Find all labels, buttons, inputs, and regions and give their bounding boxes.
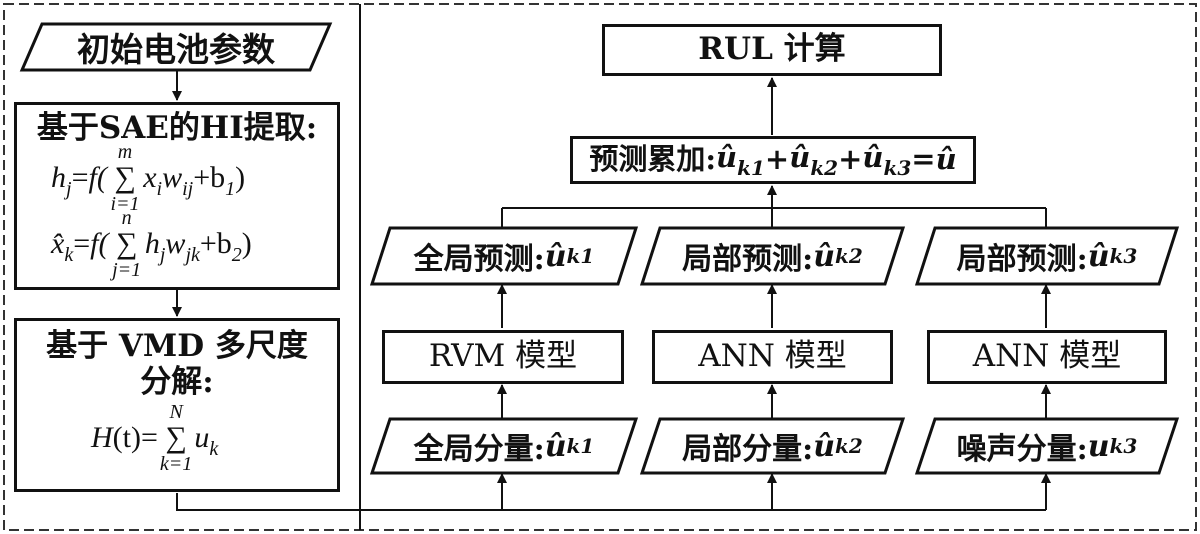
model3-box: ANN 模型: [927, 330, 1167, 384]
connector-vmd-to-components: [176, 493, 1046, 511]
input-parallelogram-shape: [19, 22, 333, 72]
vmd-title-line2: 分解:: [140, 363, 214, 400]
input-node: 初始电池参数: [22, 24, 330, 70]
model2-box: ANN 模型: [652, 330, 893, 384]
rul-label: RUL 计算: [698, 31, 846, 68]
sum-label: 预测累加:: [589, 142, 717, 177]
sum-term-2: ûk2: [789, 139, 839, 180]
pred1-shape: [369, 226, 639, 286]
sum-result: û: [935, 142, 957, 177]
comp1-shape: [369, 417, 639, 475]
pred3-shape: [914, 226, 1180, 286]
rul-box: RUL 计算: [602, 24, 942, 76]
sae-title: 基于SAE的HI提取:: [36, 110, 318, 146]
model1-box: RVM 模型: [382, 330, 624, 384]
comp3-shape: [914, 417, 1180, 475]
input-node-label: 初始电池参数: [77, 30, 275, 69]
pred2-shape: [639, 226, 906, 286]
sum-term-3: ûk3: [862, 139, 912, 180]
comp2-shape: [639, 417, 906, 475]
sum-term-1: ûk1: [716, 139, 765, 180]
sum-box: 预测累加: ûk1+ûk2+ûk3=û: [570, 136, 976, 184]
vmd-title-line1: 基于 VMD 多尺度: [46, 328, 308, 364]
outer-dashed-frame: [3, 3, 1197, 531]
